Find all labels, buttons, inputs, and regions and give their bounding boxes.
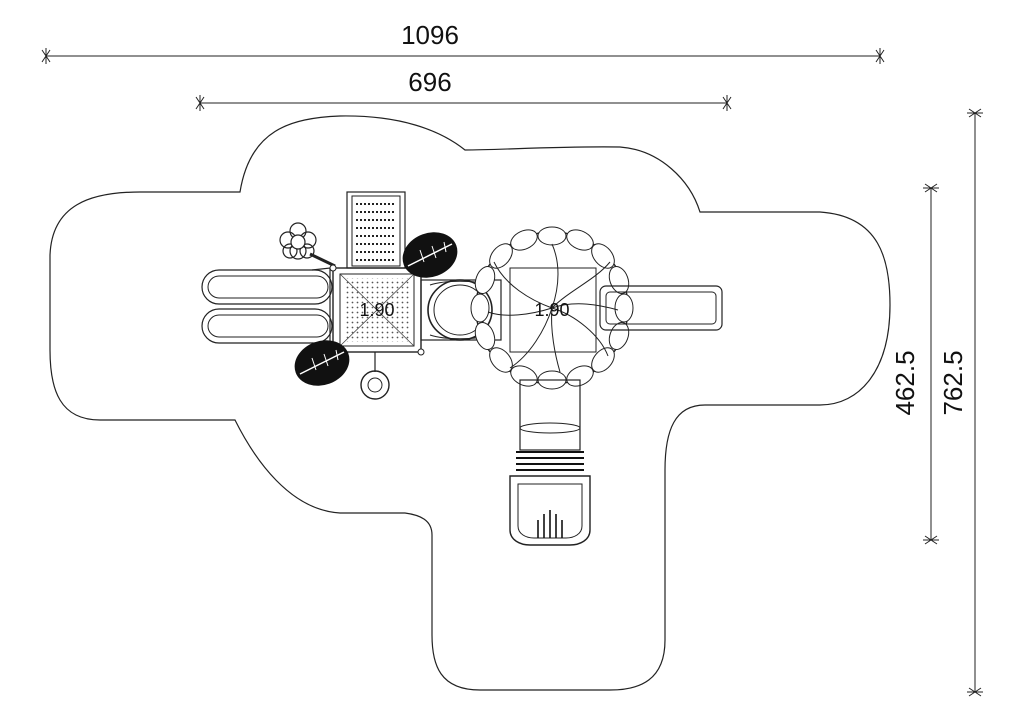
structure-width-label: 696 [408, 67, 451, 97]
left-deck-height: 1.90 [359, 300, 394, 320]
ring-panel [360, 352, 390, 400]
flower-panel [279, 222, 336, 268]
dimension-overall-width: 1096 [41, 20, 885, 64]
double-slide-left [201, 267, 333, 346]
structure-depth-label: 462.5 [890, 350, 920, 415]
deck-left: 1.90 [329, 264, 425, 356]
deck-right-roof: 1.90 [470, 226, 634, 390]
leaf-decoration-top [402, 232, 458, 278]
overall-depth-label: 762.5 [938, 350, 968, 415]
dimension-structure-depth: 462.5 [890, 183, 939, 545]
right-deck-height: 1.90 [534, 300, 569, 320]
slide-right [599, 285, 723, 331]
leaf-decoration-bottom [294, 340, 350, 386]
dimension-structure-width: 696 [195, 67, 732, 111]
climbing-ladder [346, 191, 406, 269]
overall-width-label: 1096 [401, 20, 459, 50]
dimension-overall-depth: 762.5 [938, 108, 983, 697]
tube-slide-bottom [509, 379, 591, 546]
safety-zone-outline [49, 115, 891, 691]
